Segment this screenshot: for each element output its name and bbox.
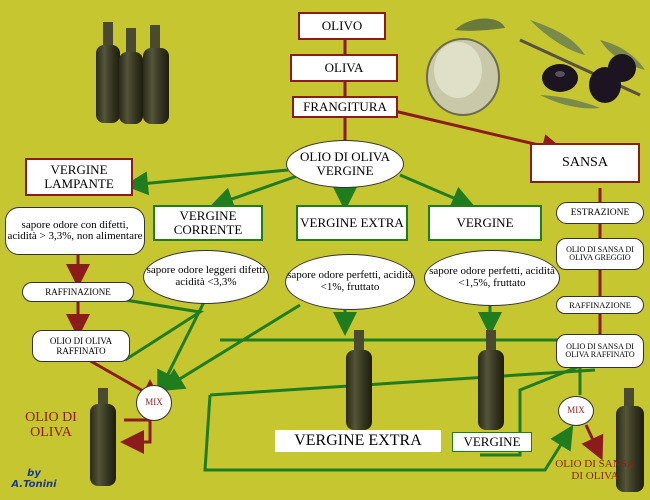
olive-bottle-icon <box>478 330 504 430</box>
node-olivo: OLIVO <box>298 12 386 40</box>
node-vergine-extra: VERGINE EXTRA <box>296 205 408 241</box>
author-credit: by A.Tonini <box>4 468 64 490</box>
node-sansa: SANSA <box>530 143 640 183</box>
node-lampante-desc: sapore odore con difetti, acidità > 3,3%… <box>5 207 145 255</box>
olive-bottle-icon <box>616 388 644 492</box>
label-vergine: VERGINE <box>452 432 532 452</box>
green-connectors <box>124 168 601 472</box>
node-olio-raffinato: OLIO DI OLIVA RAFFINATO <box>32 330 130 362</box>
node-oliva: OLIVA <box>290 54 398 82</box>
node-sansa-raffinato: OLIO DI SANSA DI OLIVA RAFFINATO <box>556 334 644 368</box>
label-vergine-extra: VERGINE EXTRA <box>275 430 441 452</box>
credit-author: A.Tonini <box>11 479 57 490</box>
node-estrazione: ESTRAZIONE <box>556 202 644 224</box>
node-olio-oliva-vergine: OLIO DI OLIVA VERGINE <box>286 140 404 188</box>
node-vergine-desc: sapore odore perfetti, acidità <1,5%, fr… <box>424 250 560 306</box>
olive-bottle-icon <box>346 330 372 430</box>
node-vergine-lampante: VERGINE LAMPANTE <box>25 158 133 196</box>
node-vergine: VERGINE <box>428 205 542 241</box>
label-olio-di-oliva: OLIO DI OLIVA <box>25 410 77 441</box>
olive-branch-icon <box>519 20 645 109</box>
olive-bottle-icon <box>90 388 116 486</box>
node-sansa-greggio: OLIO DI SANSA DI OLIVA GREGGIO <box>556 238 644 270</box>
node-mix-right: MIX <box>558 396 594 426</box>
label-olio-sansa: OLIO DI SANSA DI OLIVA <box>555 458 635 483</box>
node-raffinazione-right: RAFFINAZIONE <box>556 296 644 314</box>
node-corrente-desc: sapore odore leggeri difetti acidità <3,… <box>143 250 269 304</box>
olive-fruit-icon <box>426 18 505 116</box>
olive-bottle-icon <box>96 22 169 124</box>
node-frangitura: FRANGITURA <box>292 96 398 118</box>
node-vergine-corrente: VERGINE CORRENTE <box>153 205 263 241</box>
node-mix-left: MIX <box>136 385 172 421</box>
node-raffinazione-left: RAFFINAZIONE <box>22 282 134 302</box>
node-extra-desc: sapore odore perfetti, acidità <1%, frut… <box>285 254 415 310</box>
credit-by: by <box>27 468 41 479</box>
